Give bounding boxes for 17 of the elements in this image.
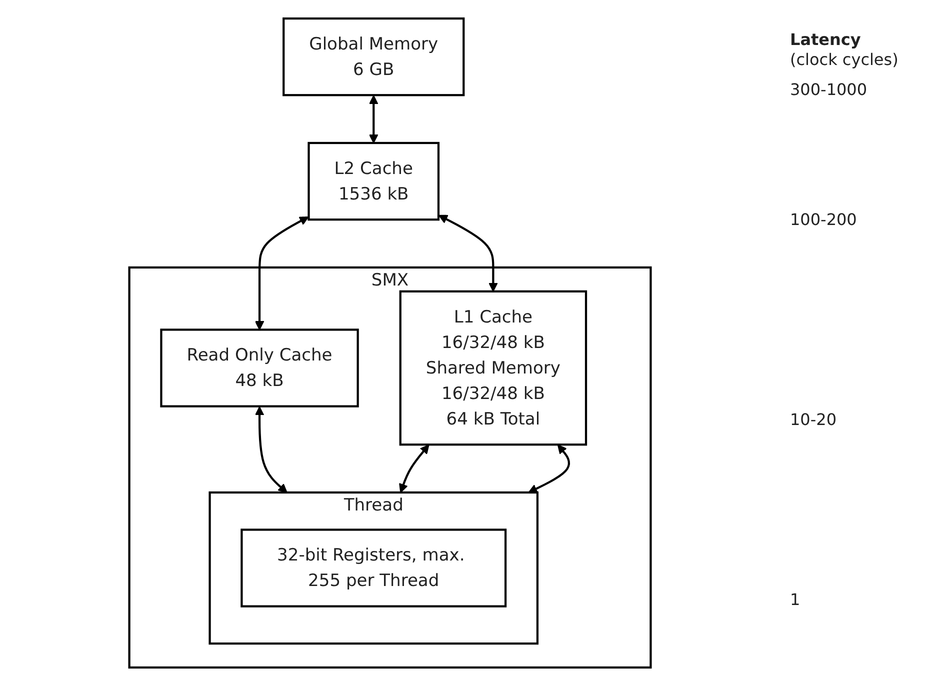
arrow	[254, 406, 288, 493]
arrow	[368, 95, 378, 144]
arrow	[528, 444, 570, 493]
latency-value: 300-1000	[790, 80, 868, 99]
arrow	[399, 444, 430, 493]
node-box: Read Only Cache 48 kB	[160, 328, 359, 408]
node-box: 32-bit Registers, max. 255 per Thread	[240, 528, 507, 608]
node-box: Global Memory 6 GB	[282, 17, 465, 96]
arrow	[254, 216, 309, 330]
latency-value: 10-20	[790, 410, 836, 429]
node-box: L1 Cache 16/32/48 kB Shared Memory 16/32/48 kB 64 kB Total	[399, 290, 588, 446]
latency-value: 1	[790, 590, 800, 609]
node-box: L2 Cache 1536 kB	[308, 142, 440, 221]
latency-value: 100-200	[790, 210, 857, 229]
arrow	[438, 214, 498, 292]
unit-note: (clock cycles)	[790, 50, 898, 69]
column-heading: Latency	[790, 30, 861, 49]
